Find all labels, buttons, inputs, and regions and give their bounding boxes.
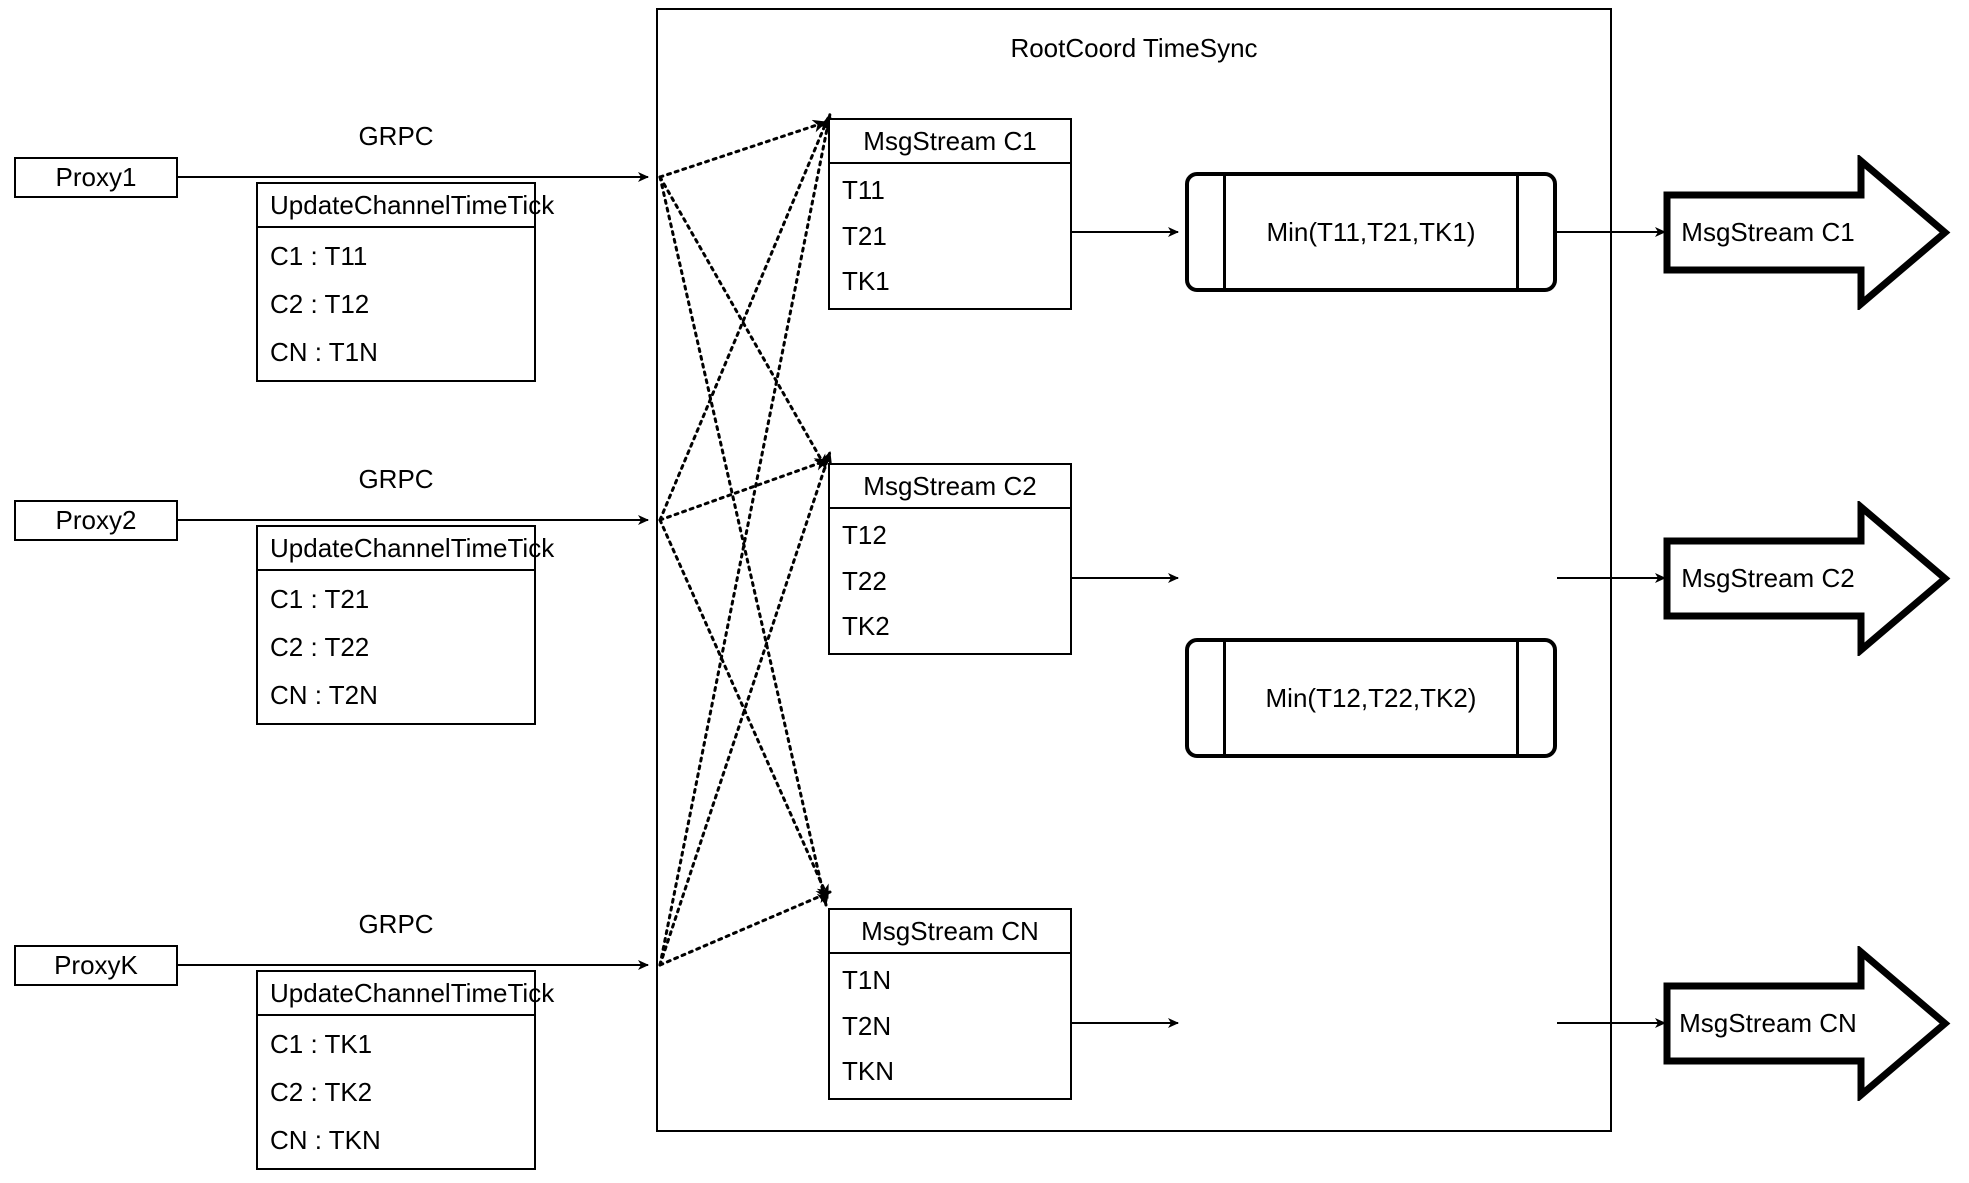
rootcoord-timesync-container	[656, 8, 1612, 1132]
process-rule-right	[1516, 176, 1519, 288]
msgstream-title-2: MsgStream C2	[830, 465, 1070, 509]
msgstream-card-2: MsgStream C2 T12 T22 TK2	[828, 463, 1072, 655]
tick-row: TK1	[842, 266, 890, 297]
grpc-label-3: GRPC	[358, 909, 434, 939]
output-label-1: MsgStream C1	[1681, 217, 1855, 247]
card-row: CN : T2N	[270, 679, 378, 710]
tick-row: T2N	[842, 1010, 892, 1041]
card-body-1: C1 : T11 C2 : T12 CN : T1N	[258, 228, 534, 380]
container-title: RootCoord TimeSync	[1010, 33, 1258, 63]
card-row: C1 : T11	[270, 240, 368, 271]
tick-row: TK2	[842, 611, 890, 642]
card-body-3: C1 : TK1 C2 : TK2 CN : TKN	[258, 1016, 534, 1168]
update-channel-timetick-card-2: UpdateChannelTimeTick C1 : T21 C2 : T22 …	[256, 525, 554, 725]
msgstream-card-1: MsgStream C1 T11 T21 TK1	[828, 118, 1072, 310]
msgstream-ticks-1: T11 T21 TK1	[830, 164, 1070, 308]
card-row: C2 : T12	[270, 288, 370, 319]
output-label-3: MsgStream CN	[1679, 1008, 1857, 1038]
tick-row: T12	[842, 520, 887, 551]
card-row: C1 : TK1	[270, 1028, 373, 1059]
msgstream-title-1: MsgStream C1	[830, 120, 1070, 164]
msgstream-title-3: MsgStream CN	[830, 910, 1070, 954]
grpc-label-1: GRPC	[358, 121, 434, 151]
card-row: CN : T1N	[270, 336, 378, 367]
tick-row: T21	[842, 220, 887, 251]
card-row: CN : TKN	[270, 1124, 381, 1155]
proxy-box-3[interactable]: ProxyK	[14, 945, 178, 986]
output-msgstream-arrow-3: MsgStream CN	[1663, 944, 1951, 1103]
min-process-1: Min(T11,T21,TK1)	[1185, 172, 1557, 292]
card-body-2: C1 : T21 C2 : T22 CN : T2N	[258, 571, 534, 723]
tick-row: TKN	[842, 1056, 894, 1087]
card-header-3: UpdateChannelTimeTick	[258, 972, 554, 1016]
min-label-1: Min(T11,T21,TK1)	[1266, 216, 1476, 247]
tick-row: T11	[842, 175, 885, 206]
grpc-label-2: GRPC	[358, 464, 434, 494]
tick-row: T1N	[842, 965, 892, 996]
output-label-2: MsgStream C2	[1681, 563, 1855, 593]
card-header-1: UpdateChannelTimeTick	[258, 184, 554, 228]
card-row: C2 : TK2	[270, 1076, 373, 1107]
output-msgstream-arrow-2: MsgStream C2	[1663, 499, 1951, 658]
update-channel-timetick-card-3: UpdateChannelTimeTick C1 : TK1 C2 : TK2 …	[256, 970, 554, 1170]
card-row: C1 : T21	[270, 583, 370, 614]
process-rule-left	[1223, 176, 1226, 288]
card-header-2: UpdateChannelTimeTick	[258, 527, 554, 571]
proxy-box-1[interactable]: Proxy1	[14, 157, 178, 198]
process-rule-left	[1223, 642, 1226, 754]
msgstream-ticks-2: T12 T22 TK2	[830, 509, 1070, 653]
card-row: C2 : T22	[270, 631, 370, 662]
tick-row: T22	[842, 565, 887, 596]
msgstream-card-3: MsgStream CN T1N T2N TKN	[828, 908, 1072, 1100]
min-process-2: Min(T12,T22,TK2)	[1185, 638, 1557, 758]
min-label-2: Min(T12,T22,TK2)	[1265, 682, 1477, 713]
proxy-box-2[interactable]: Proxy2	[14, 500, 178, 541]
update-channel-timetick-card-1: UpdateChannelTimeTick C1 : T11 C2 : T12 …	[256, 182, 554, 382]
process-rule-right	[1516, 642, 1519, 754]
msgstream-ticks-3: T1N T2N TKN	[830, 954, 1070, 1098]
output-msgstream-arrow-1: MsgStream C1	[1663, 153, 1951, 312]
